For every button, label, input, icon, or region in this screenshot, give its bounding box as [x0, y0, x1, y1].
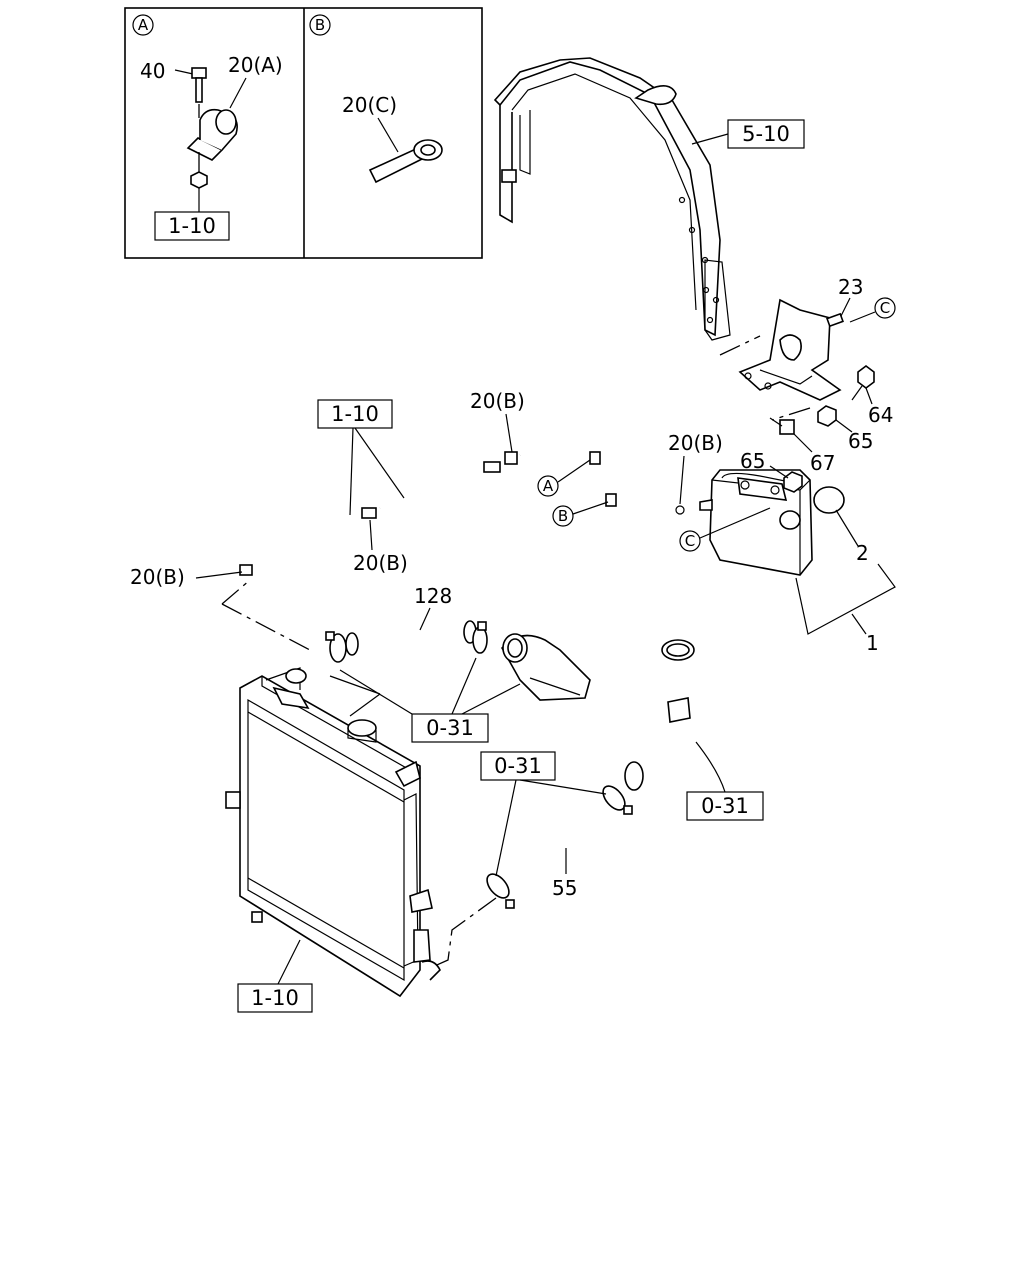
part-40-label: 40: [140, 59, 165, 83]
ref-box-5-10-label: 5-10: [742, 122, 790, 146]
ref-box-1-10-inset: [154, 211, 230, 241]
hose-clamp-upper-right: [472, 621, 488, 654]
tank-nut-65: [783, 471, 803, 493]
nut-65-bracket: [817, 405, 837, 427]
ref-box-0-31-lower: [480, 751, 556, 781]
ref-box-1-10-inset-label: 1-10: [168, 214, 216, 238]
outlet-pipe: [624, 639, 701, 800]
part-128-label: 128: [414, 584, 452, 608]
inset-b-marker: B: [315, 16, 325, 34]
bolt-40: [191, 67, 207, 118]
ref-box-0-31-upper: [411, 713, 489, 743]
part-20b-left-label: 20(B): [130, 565, 185, 589]
inset-a-marker: A: [138, 16, 149, 34]
part-20b-right-label: 20(B): [668, 431, 723, 455]
ref-box-5-10: [727, 119, 805, 149]
part-20b-top-label: 20(B): [470, 389, 525, 413]
ref-box-1-10-hose-label: 1-10: [331, 402, 379, 426]
radiator-support-frame: [493, 57, 731, 341]
reserve-tank: [699, 469, 813, 576]
lower-hose-55: [499, 801, 609, 887]
ref-box-1-10-radiator-label: 1-10: [251, 986, 299, 1010]
part-64-label: 64: [868, 403, 893, 427]
bolt-67: [769, 417, 795, 435]
part-23-label: 23: [838, 275, 863, 299]
inset-panels: [124, 7, 483, 259]
bracket-marker-c: C: [880, 299, 890, 317]
tank-bracket: [738, 298, 842, 401]
radiator: [225, 667, 441, 998]
bolt-23: [826, 312, 844, 328]
hose-marker-b: B: [558, 507, 568, 525]
part-20c-label: 20(C): [342, 93, 397, 117]
overflow-hose: [167, 429, 685, 576]
part-65-tank-label: 65: [740, 449, 765, 473]
tank-marker-c: C: [685, 532, 695, 550]
tank-cap: [813, 486, 845, 514]
inset-a: A 40 20(A) 1-10: [132, 14, 283, 241]
part-20b-mid-label: 20(B): [353, 551, 408, 575]
hose-clamp-lower-bottom: [486, 873, 515, 909]
marker-a-circle: [132, 14, 154, 36]
inset-b: B 20(C): [309, 14, 443, 184]
part-1-label: 1: [866, 631, 879, 655]
part-65-bracket-label: 65: [848, 429, 873, 453]
nut: [190, 171, 208, 189]
bolt-64: [851, 365, 875, 401]
ref-box-0-31-lower-label: 0-31: [494, 754, 542, 778]
part-67-label: 67: [810, 451, 835, 475]
clip-20c: [368, 139, 443, 184]
ref-box-1-10-radiator: [237, 983, 313, 1013]
clamp-20a: [186, 108, 238, 161]
hose-marker-a: A: [543, 477, 554, 495]
thermostat-housing: [501, 633, 591, 701]
part-20a-label: 20(A): [228, 53, 283, 77]
part-55-label: 55: [552, 876, 577, 900]
hose-clamp-lower-top: [602, 785, 633, 815]
hose-clamp-upper-left: [325, 631, 347, 663]
ref-box-0-31-outlet-label: 0-31: [701, 794, 749, 818]
ref-box-0-31-upper-label: 0-31: [426, 716, 474, 740]
part-2-label: 2: [856, 541, 869, 565]
upper-hose-128: [340, 615, 477, 656]
